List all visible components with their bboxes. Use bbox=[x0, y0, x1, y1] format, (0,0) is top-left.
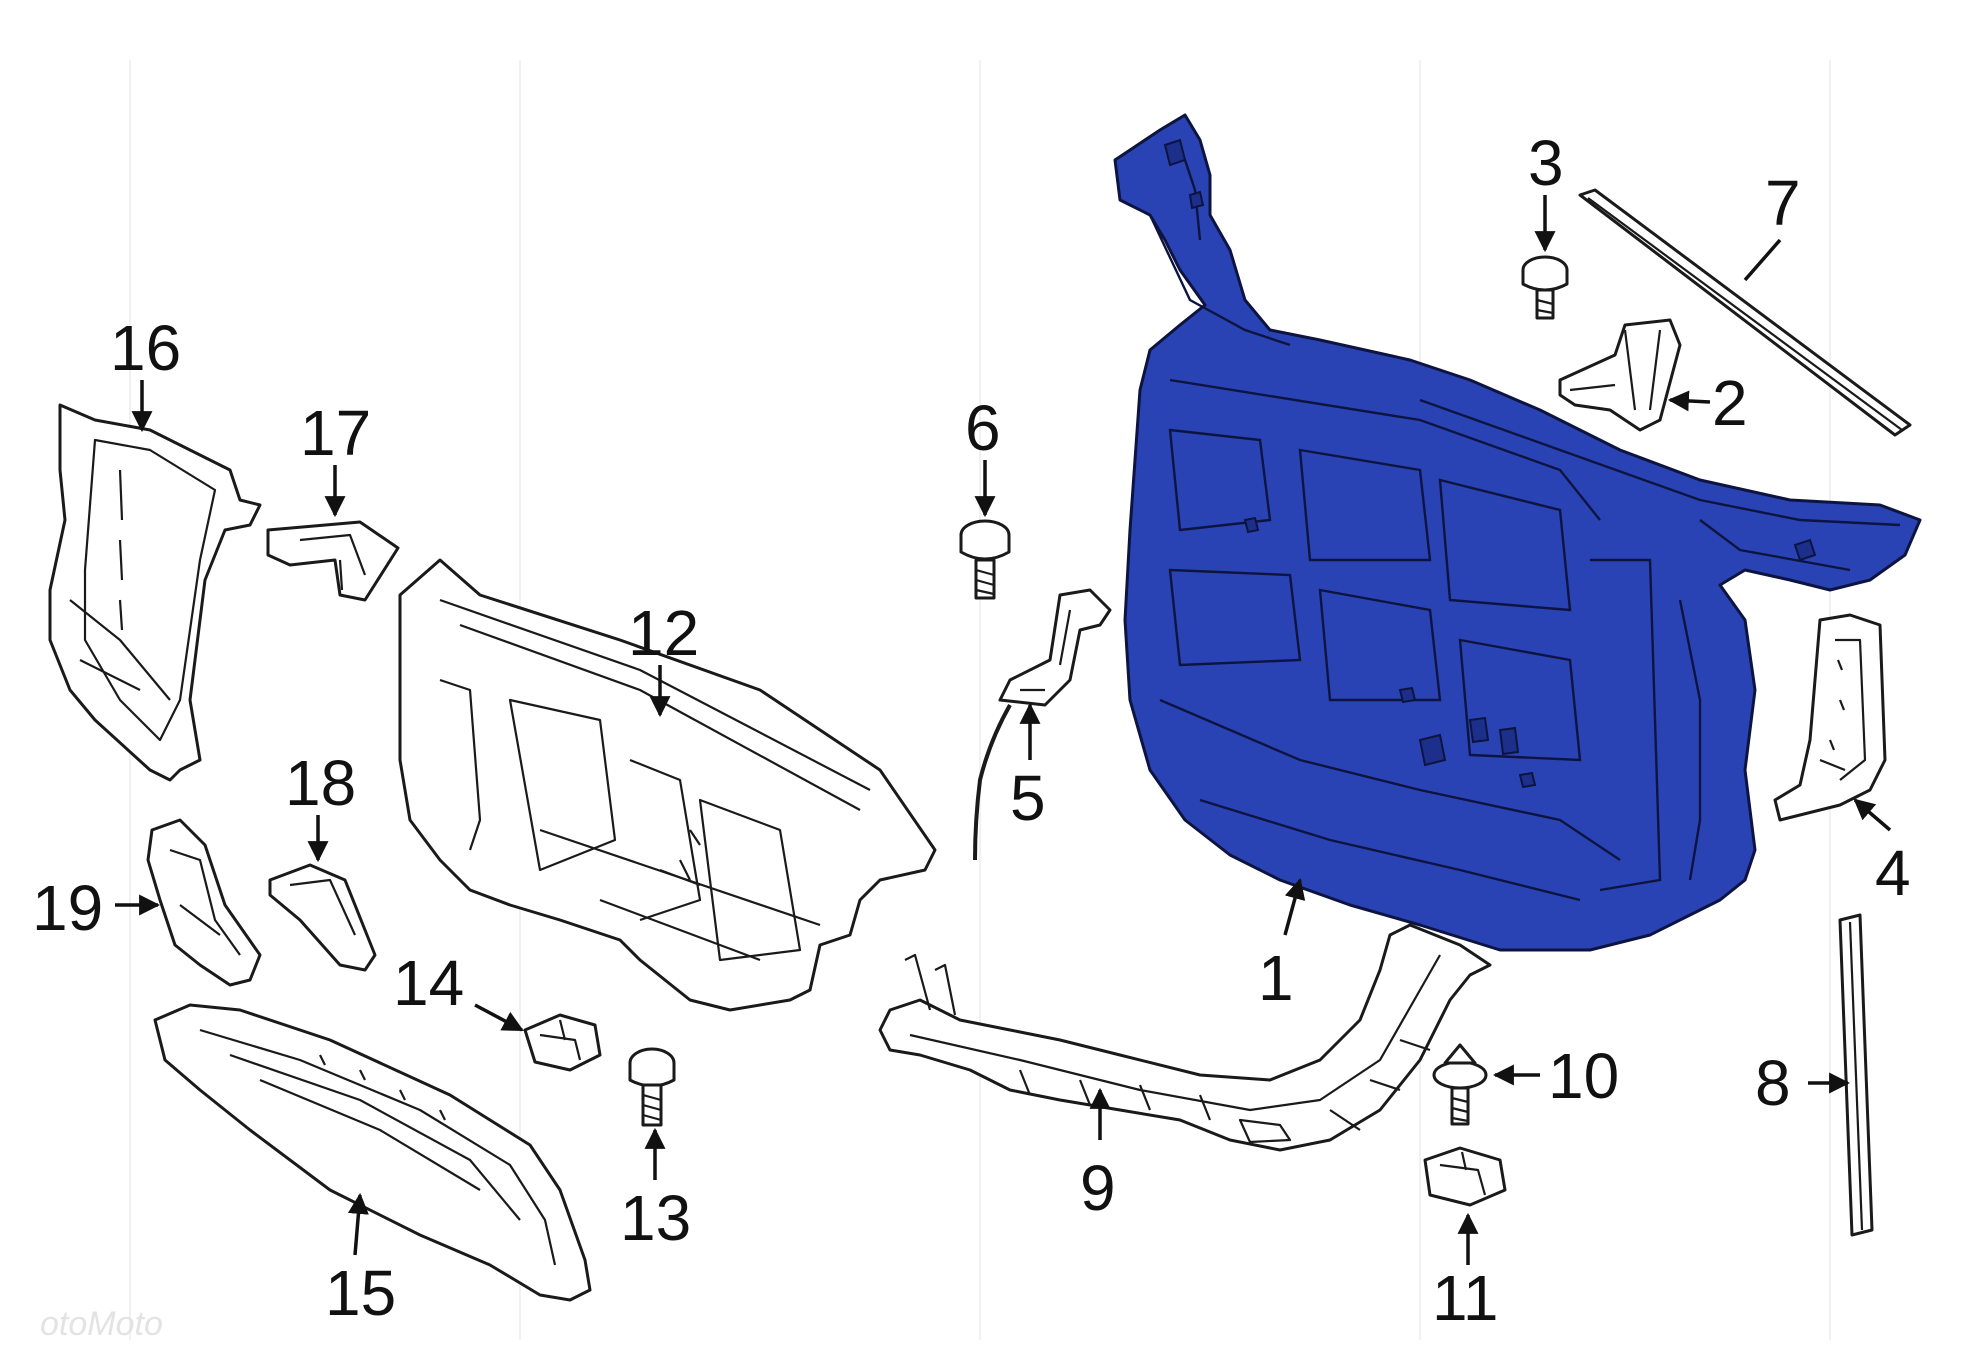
part-14-clip-nut bbox=[523, 1013, 602, 1072]
part-1-front-end-carrier bbox=[1113, 113, 1922, 952]
callout-10: 10 bbox=[1548, 1040, 1619, 1112]
part-19-bracket bbox=[146, 818, 262, 987]
part-7-seal-strip bbox=[1578, 188, 1912, 437]
watermark-logo: otoMoto bbox=[40, 1305, 163, 1343]
leader-4 bbox=[1853, 798, 1892, 832]
part-6-screw bbox=[959, 519, 1011, 600]
callout-12: 12 bbox=[628, 597, 699, 669]
part-9-lower-cross-member bbox=[878, 923, 1492, 1152]
callout-9: 9 bbox=[1080, 1152, 1116, 1224]
part-4-side-bracket bbox=[1773, 613, 1887, 822]
part-5-cable-guide bbox=[973, 588, 1112, 861]
leader-lines bbox=[115, 195, 1892, 1265]
callout-3: 3 bbox=[1528, 127, 1564, 199]
part-16-left-air-deflector bbox=[48, 403, 262, 782]
callout-labels: 1 2 3 4 5 6 7 8 9 10 11 12 13 14 15 16 1… bbox=[32, 127, 1911, 1334]
part-17-bracket bbox=[266, 520, 400, 602]
callout-4: 4 bbox=[1875, 837, 1911, 909]
part-18-bracket bbox=[268, 863, 377, 972]
part-3-screw bbox=[1521, 255, 1569, 320]
callout-15: 15 bbox=[325, 1257, 396, 1329]
callout-8: 8 bbox=[1755, 1047, 1791, 1119]
callout-18: 18 bbox=[285, 747, 356, 819]
callout-19: 19 bbox=[32, 872, 103, 944]
callout-11: 11 bbox=[1432, 1262, 1498, 1334]
callout-7: 7 bbox=[1765, 167, 1801, 239]
part-12-grille-carrier bbox=[398, 558, 937, 1012]
callout-2: 2 bbox=[1712, 367, 1748, 439]
callout-13: 13 bbox=[620, 1182, 691, 1254]
part-13-screw bbox=[628, 1047, 676, 1127]
leader-7 bbox=[1743, 238, 1782, 282]
leader-1 bbox=[1283, 877, 1306, 936]
callout-14: 14 bbox=[393, 947, 464, 1019]
part-10-screw bbox=[1432, 1043, 1488, 1126]
leader-2 bbox=[1667, 390, 1711, 412]
callout-17: 17 bbox=[300, 397, 371, 469]
callout-6: 6 bbox=[965, 392, 1001, 464]
callout-5: 5 bbox=[1010, 762, 1046, 834]
part-2-bracket bbox=[1558, 318, 1682, 432]
leader-14 bbox=[474, 1003, 524, 1032]
part-11-clip-nut bbox=[1423, 1146, 1507, 1207]
callout-16: 16 bbox=[110, 312, 181, 384]
callout-1: 1 bbox=[1258, 942, 1294, 1014]
part-15-lower-air-duct bbox=[153, 1003, 592, 1302]
leader-15 bbox=[347, 1192, 369, 1256]
part-8-seal-strip bbox=[1838, 913, 1874, 1237]
